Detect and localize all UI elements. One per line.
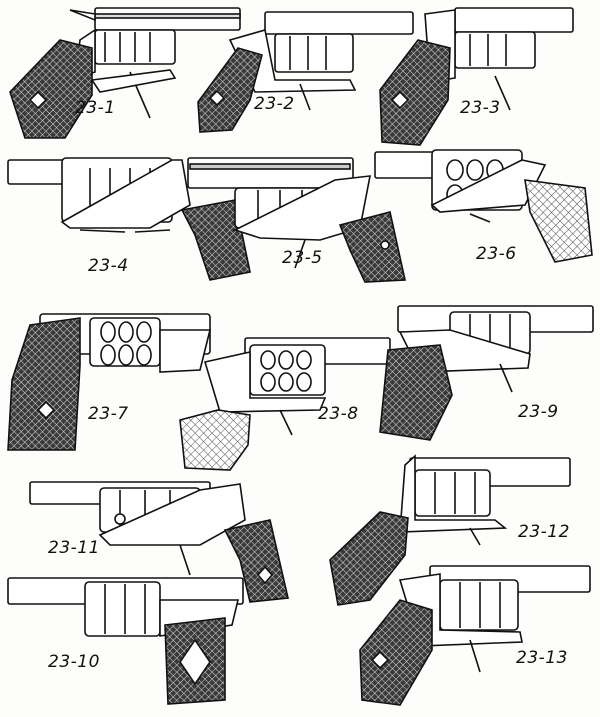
- figure-label: 23-12: [518, 522, 570, 542]
- figure-label: 23-9: [518, 402, 559, 422]
- revolver-23-9: [379, 305, 594, 441]
- revolver-23-6: [374, 149, 593, 263]
- figure-label: 23-10: [48, 652, 100, 672]
- revolver-23-8: [179, 337, 391, 471]
- revolver-23-13: [359, 565, 591, 706]
- figure-label: 23-13: [516, 648, 568, 668]
- revolver-23-2: [197, 11, 414, 133]
- revolver-23-11: [29, 481, 289, 603]
- figure-label: 23-7: [88, 404, 129, 424]
- revolver-23-1: [9, 7, 241, 139]
- revolver-23-3: [379, 7, 574, 146]
- figure-label: 23-5: [282, 248, 323, 268]
- revolver-23-5: [187, 157, 406, 283]
- figure-label: 23-1: [75, 98, 116, 118]
- figure-label: 23-6: [476, 244, 517, 264]
- revolver-23-12: [329, 454, 571, 606]
- figure-label: 23-11: [48, 538, 100, 558]
- figure-label: 23-8: [318, 404, 359, 424]
- figure-label: 23-3: [460, 98, 501, 118]
- revolver-23-7: [7, 313, 212, 451]
- figure-label: 23-4: [88, 256, 129, 276]
- revolver-23-4: [7, 157, 251, 281]
- figure-label: 23-2: [254, 94, 295, 114]
- revolver-23-10: [7, 577, 244, 705]
